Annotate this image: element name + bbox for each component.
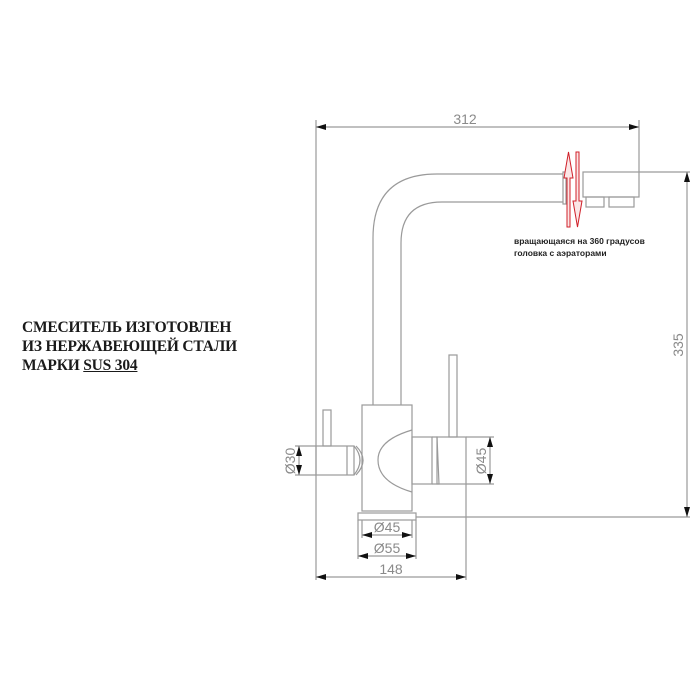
- material-label: МАРКИ: [22, 357, 84, 374]
- spout-inner: [400, 201, 563, 405]
- left-handle: [315, 445, 355, 476]
- left-lever: [322, 409, 332, 447]
- aerator-2: [608, 196, 635, 208]
- right-connector: [411, 436, 433, 485]
- material-note: СМЕСИТЕЛЬ ИЗГОТОВЛЕН ИЗ НЕРЖАВЕЮЩЕЙ СТАЛ…: [22, 318, 237, 375]
- dim-label-d55: Ø55: [374, 540, 401, 556]
- dim-label-312: 312: [453, 111, 477, 127]
- aerator-1: [585, 196, 605, 208]
- annotation-line-2: головка с аэраторами: [514, 248, 607, 258]
- dim-label-d30: Ø30: [282, 448, 298, 475]
- dim-label-148: 148: [379, 561, 403, 577]
- steel-grade: SUS 304: [83, 357, 138, 374]
- dim-label-335: 335: [670, 333, 686, 357]
- material-note-line-1: СМЕСИТЕЛЬ ИЗГОТОВЛЕН: [22, 319, 232, 336]
- faucet-body: [361, 404, 413, 512]
- dim-label-d45-right: Ø45: [473, 448, 489, 475]
- aerator-head: [582, 171, 640, 198]
- right-handle: [436, 436, 467, 485]
- spout-collar: [562, 171, 567, 205]
- spout-outer: [372, 173, 563, 405]
- material-note-line-3: МАРКИ SUS 304: [22, 356, 237, 375]
- rotation-arrows-icon: [563, 151, 583, 228]
- right-lever: [448, 354, 458, 438]
- right-connector-dome: [377, 429, 413, 493]
- dim-label-d45-body: Ø45: [374, 519, 401, 535]
- material-note-line-2: ИЗ НЕРЖАВЕЮЩЕЙ СТАЛИ: [22, 338, 237, 355]
- annotation-line-1: вращающаяся на 360 градусов: [514, 236, 645, 246]
